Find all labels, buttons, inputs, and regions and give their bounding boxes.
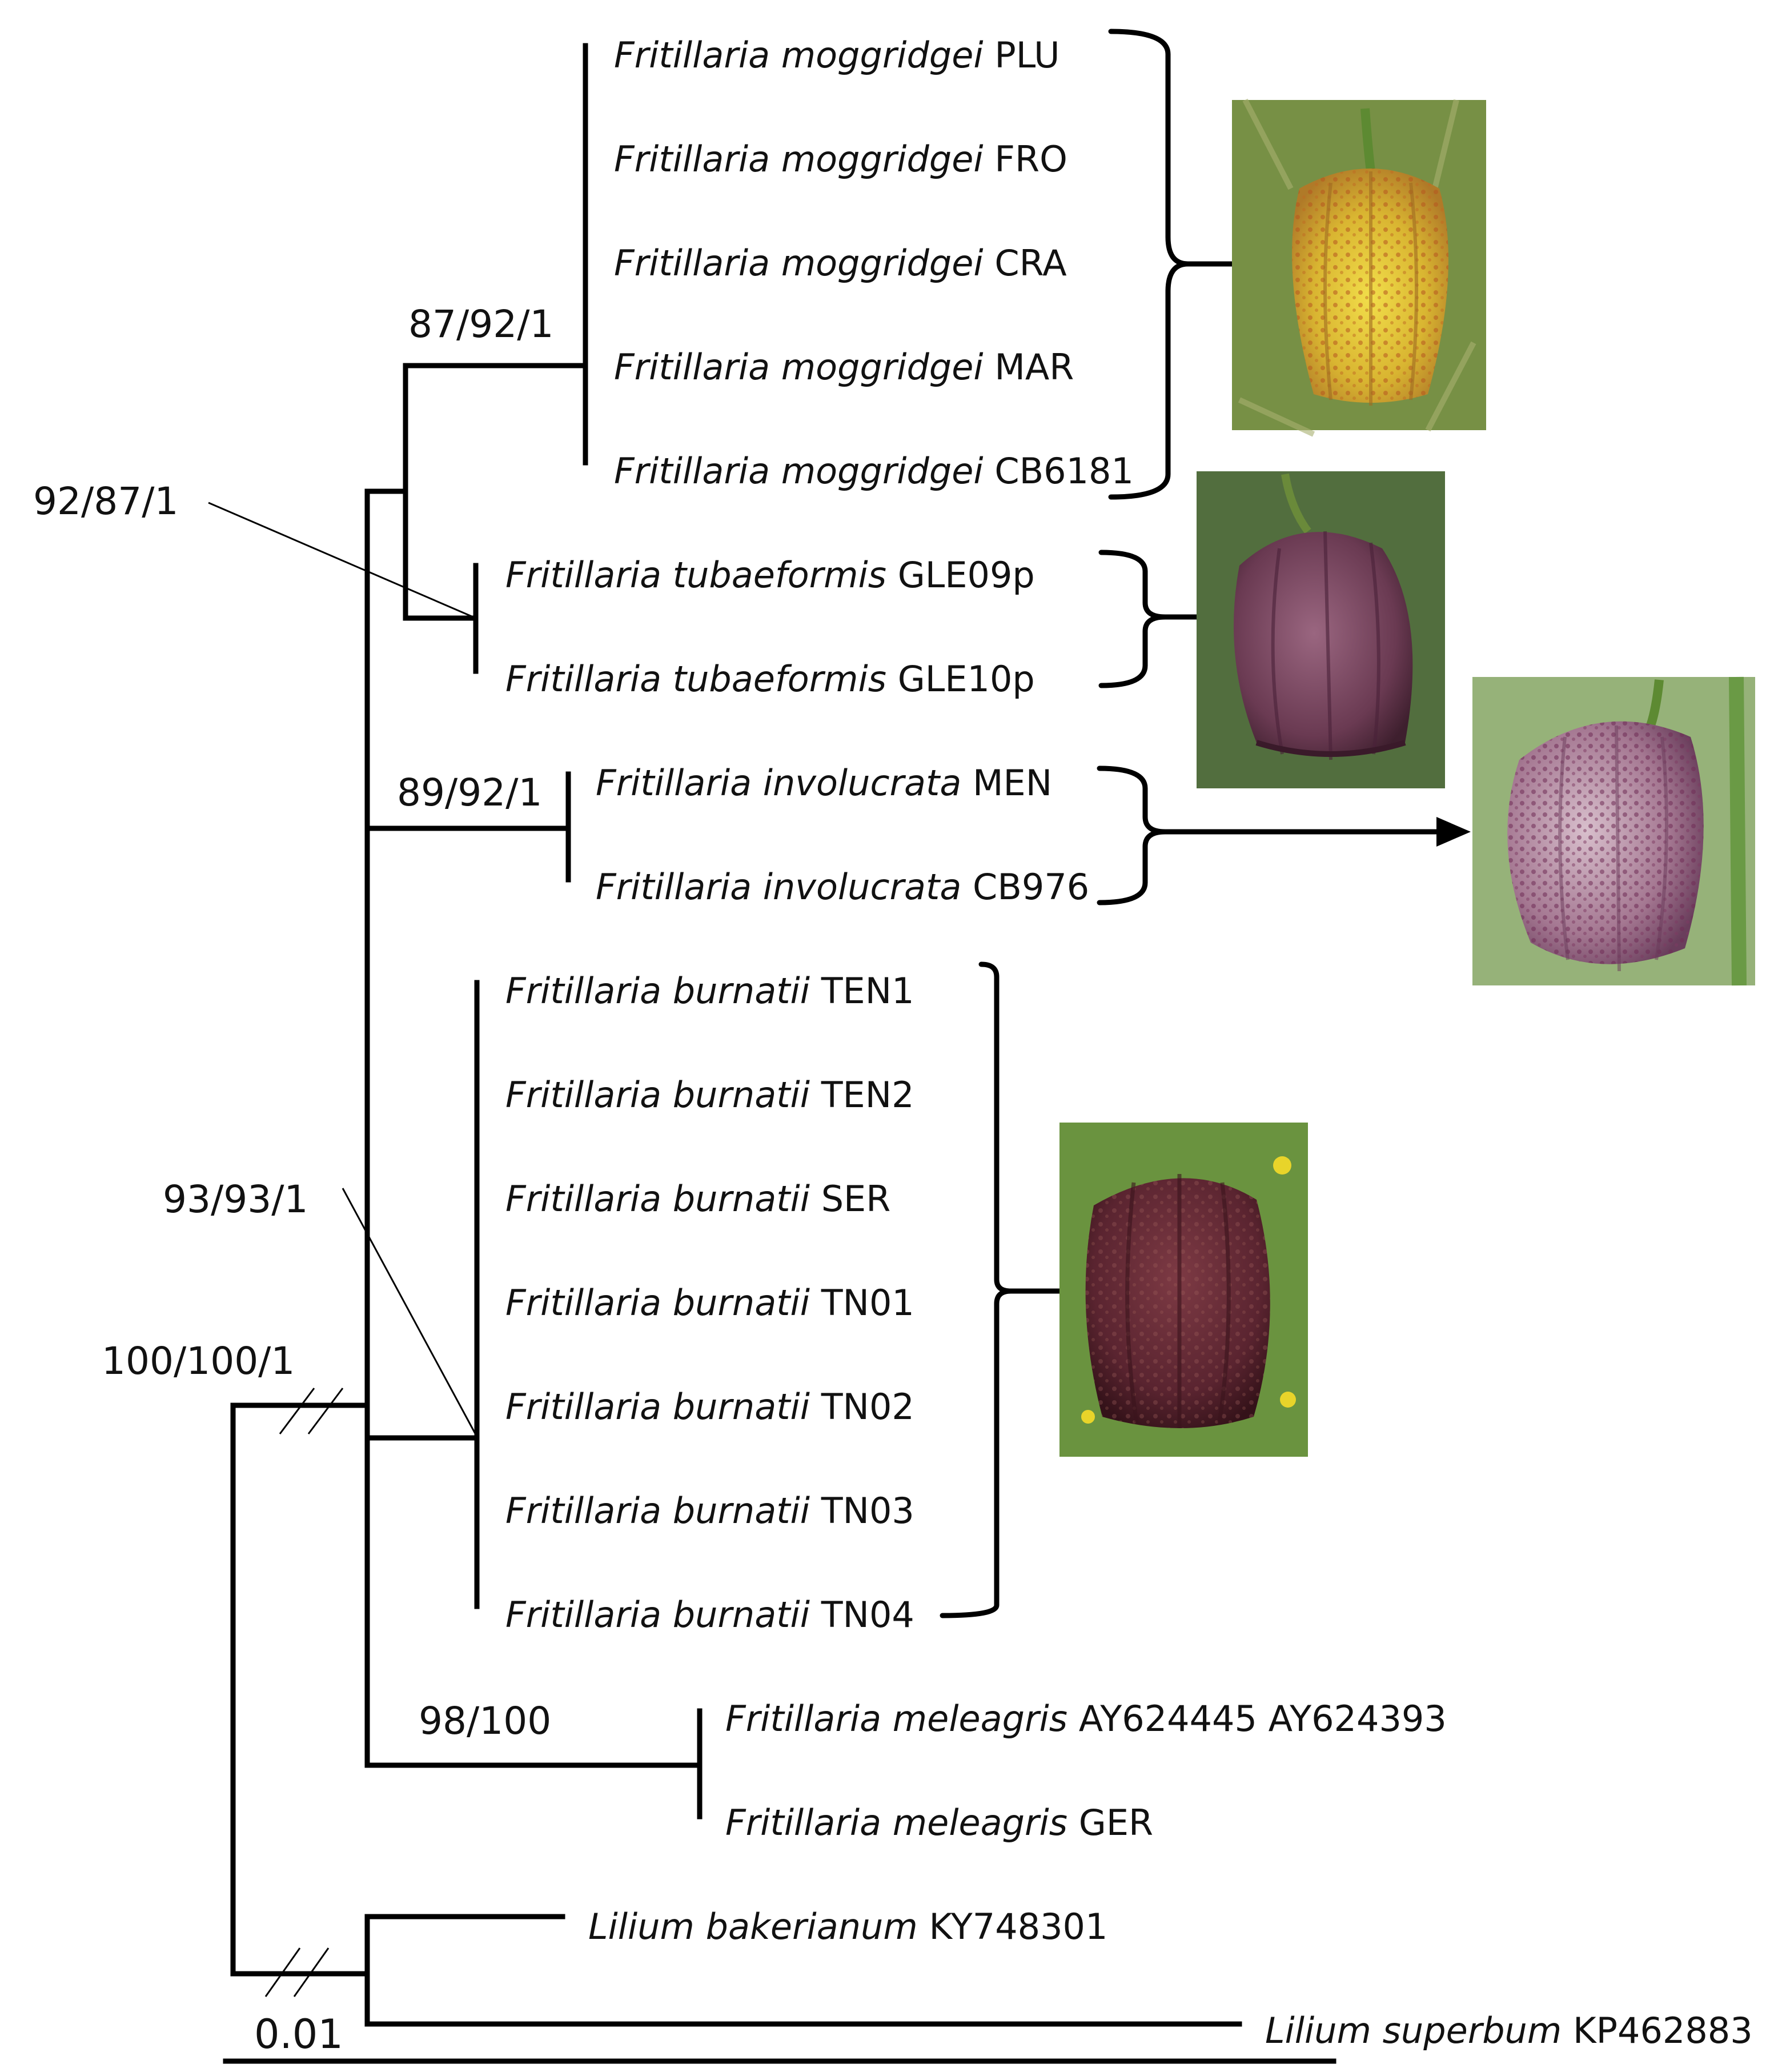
support-ingroup: 100/100/1 — [102, 1339, 295, 1383]
branch-break-marks — [264, 1388, 344, 1997]
tubaeformis-support-leader — [208, 502, 476, 619]
tip-label: Lilium bakerianum KY748301 — [588, 1906, 1107, 1947]
burnatii-flower-photo — [1059, 1123, 1308, 1457]
tip-label: Lilium superbum KP462883 — [1265, 2010, 1753, 2051]
tip-label: Fritillaria involucrata MEN — [596, 762, 1052, 804]
tip-label: Fritillaria meleagris GER — [725, 1802, 1153, 1843]
burnatii-support-leader — [342, 1188, 478, 1437]
support-moggridgei: 87/92/1 — [408, 302, 553, 346]
tip-label: Fritillaria moggridgei CB6181 — [614, 450, 1134, 492]
tree-branches — [230, 43, 1242, 2027]
tip-label: Fritillaria moggridgei FRO — [614, 138, 1067, 180]
tip-label: Fritillaria burnatii SER — [505, 1178, 890, 1220]
tip-label: Fritillaria burnatii TEN2 — [505, 1074, 914, 1116]
scale-bar-label: 0.01 — [254, 2011, 343, 2058]
involucrata-flower-photo — [1472, 676, 1755, 986]
tip-label: Fritillaria moggridgei MAR — [614, 346, 1074, 388]
tip-label: Fritillaria burnatii TN02 — [505, 1386, 914, 1428]
tip-label: Fritillaria burnatii TN03 — [505, 1490, 914, 1532]
tubaeformis-flower-photo — [1197, 471, 1445, 788]
tip-label: Fritillaria burnatii TN04 — [505, 1594, 914, 1636]
support-meleagris: 98/100 — [419, 1699, 551, 1743]
tubaeformis-brace — [1098, 550, 1168, 688]
support-tubaeformis: 92/87/1 — [33, 479, 178, 523]
tip-label: Fritillaria moggridgei CRA — [614, 242, 1067, 284]
tip-label: Fritillaria meleagris AY624445 AY624393 — [725, 1698, 1447, 1740]
support-values: 87/92/1 92/87/1 89/92/1 93/93/1 100/100/… — [33, 302, 553, 1743]
support-burnatii: 93/93/1 — [163, 1177, 308, 1221]
burnatii-brace — [940, 961, 1014, 1618]
involucrata-arrow — [1162, 817, 1471, 847]
tip-label: Fritillaria tubaeformis GLE09p — [505, 554, 1035, 596]
scale-bar: 0.01 — [223, 2011, 1336, 2064]
tip-label: Fritillaria burnatii TN01 — [505, 1282, 914, 1324]
tip-labels: Fritillaria moggridgei PLU Fritillaria m… — [505, 34, 1753, 2051]
tip-label: Fritillaria burnatii TEN1 — [505, 970, 914, 1012]
involucrata-brace — [1097, 766, 1168, 905]
tip-label: Fritillaria tubaeformis GLE10p — [505, 658, 1035, 700]
moggridgei-brace — [1108, 29, 1191, 500]
tip-label: Fritillaria moggridgei PLU — [614, 34, 1060, 76]
tip-label: Fritillaria involucrata CB976 — [596, 866, 1089, 908]
moggridgei-flower-photo — [1232, 98, 1486, 437]
support-involucrata: 89/92/1 — [397, 771, 542, 815]
